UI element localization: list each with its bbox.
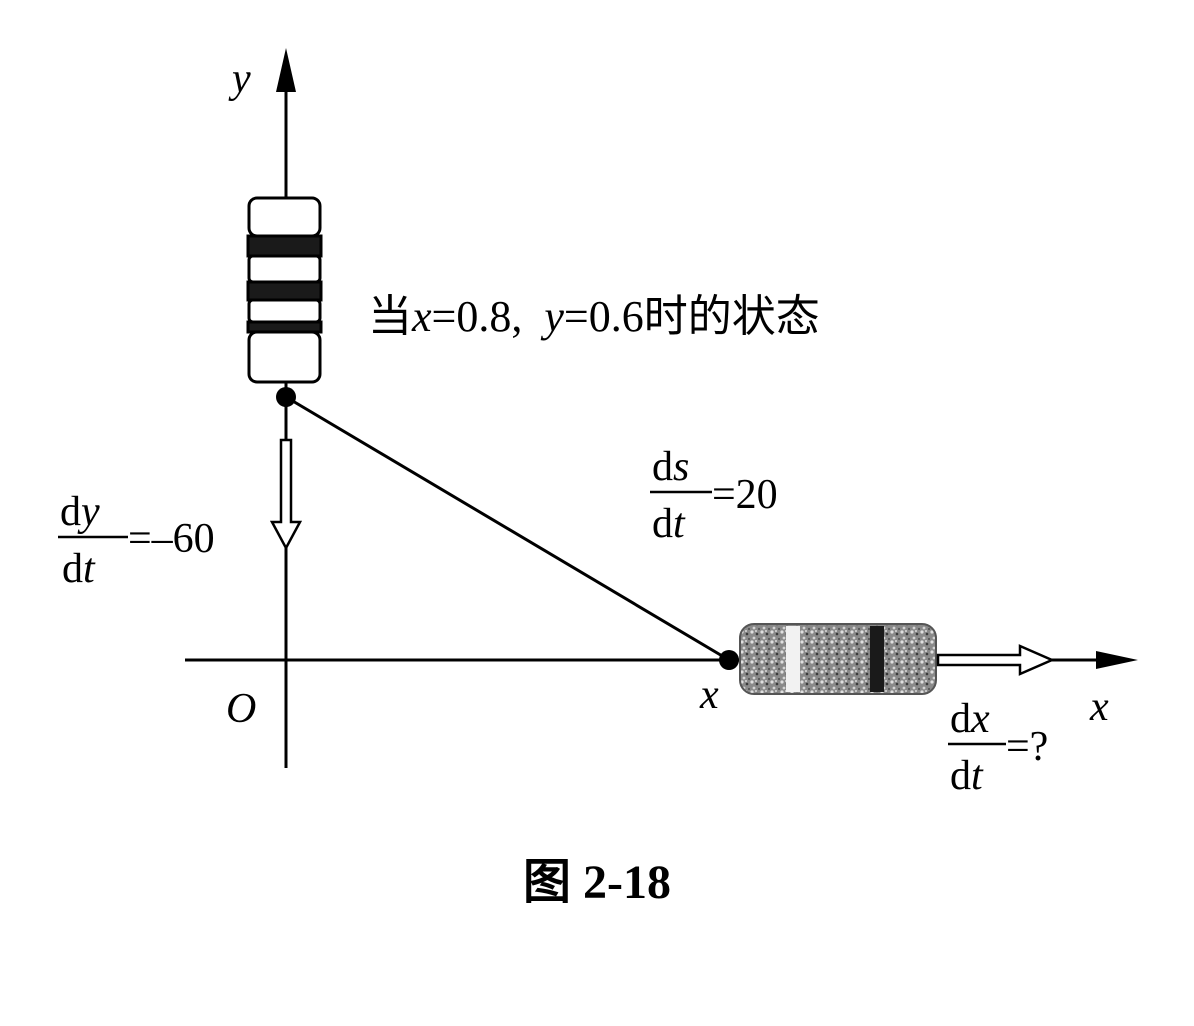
dy-value: =–60 <box>128 516 215 562</box>
bottom-endpoint <box>719 650 739 670</box>
svg-text:dt: dt <box>950 753 984 799</box>
ds-den-d: d <box>652 501 673 547</box>
state-tail: =0.6时的状态 <box>564 292 820 341</box>
dy-dt-rate-label: dy dt =–60 <box>58 489 215 592</box>
ds-num-d: d <box>652 444 673 490</box>
dx-dt-arrow <box>936 644 1056 676</box>
state-prefix: 当 <box>368 292 412 341</box>
dx-den-var: t <box>971 753 984 799</box>
figure-caption: 图 2-18 <box>523 856 671 909</box>
ds-dt-rate-label: ds dt =20 <box>650 444 778 547</box>
dx-num-var: x <box>970 696 990 742</box>
state-y-var: y <box>540 292 564 341</box>
svg-text:dt: dt <box>62 546 96 592</box>
top-endpoint <box>276 387 296 407</box>
dx-den-d: d <box>950 753 971 799</box>
dx-dt-rate-label: dx dt =? <box>948 696 1048 799</box>
dx-num-d: d <box>950 696 971 742</box>
dy-dt-arrow <box>269 438 303 551</box>
svg-text:dx: dx <box>950 696 990 742</box>
ds-value: =20 <box>712 472 778 518</box>
dy-num-d: d <box>60 489 81 535</box>
svg-text:dy: dy <box>60 489 100 535</box>
dy-den-d: d <box>62 546 83 592</box>
ds-den-var: t <box>673 501 686 547</box>
horizontal-block <box>739 623 937 695</box>
y-axis-label: y <box>228 56 251 102</box>
y-axis-arrowhead <box>276 48 296 92</box>
origin-label: O <box>226 686 256 732</box>
svg-text:ds: ds <box>652 444 689 490</box>
ds-num-var: s <box>673 444 689 490</box>
dy-den-var: t <box>83 546 96 592</box>
dx-value: =? <box>1006 724 1048 770</box>
connecting-rod <box>285 395 730 662</box>
state-mid: =0.8, <box>432 292 545 341</box>
x-point-label: x <box>699 672 719 718</box>
state-description: 当x=0.8, y=0.6时的状态 <box>368 292 820 341</box>
x-axis-label: x <box>1089 684 1109 730</box>
dy-num-var: y <box>77 489 100 535</box>
svg-text:dt: dt <box>652 501 686 547</box>
vertical-block <box>246 196 323 384</box>
x-axis-arrowhead <box>1096 651 1138 669</box>
state-x-var: x <box>411 292 432 341</box>
